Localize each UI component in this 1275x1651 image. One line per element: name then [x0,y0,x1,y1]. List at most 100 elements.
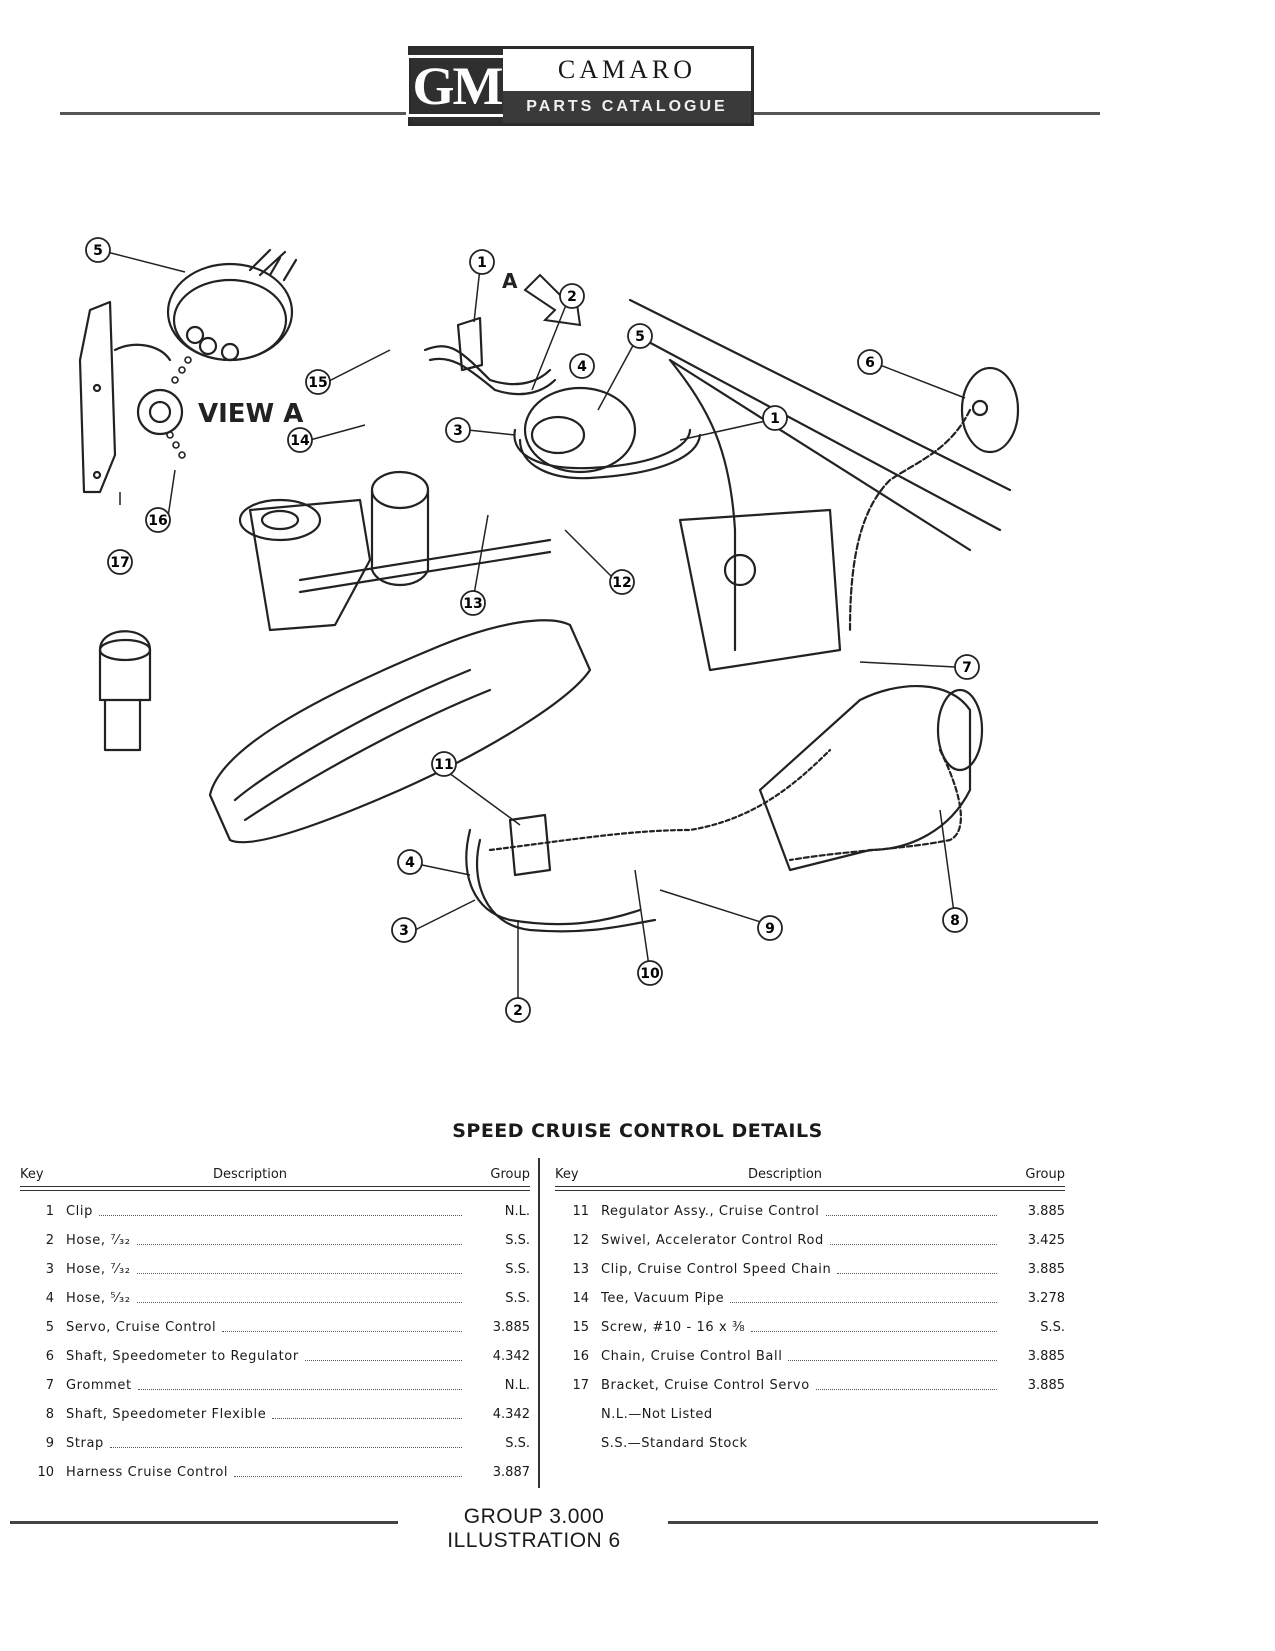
callout-14: 14 [287,427,313,453]
callout-3b: 3 [391,917,417,943]
oil-filler-cap [98,630,152,702]
row-description-text: Grommet [66,1378,132,1393]
row-description-text: Clip, Cruise Control Speed Chain [601,1262,832,1277]
callout-2b: 2 [505,997,531,1023]
row-group: S.S. [505,1233,530,1248]
footer-caption: GROUP 3.000 ILLUSTRATION 6 [447,1505,621,1552]
row-description-text: Hose, ⁷⁄₃₂ [66,1262,131,1277]
callout-1: 1 [469,249,495,275]
row-description: Shaft, Speedometer to Regulator [66,1349,470,1364]
cruise-control-diagram: A VIEW A 5 1 2 15 5 6 14 3 4 1 17 16 12 … [78,237,1020,1023]
callout-3: 3 [445,417,471,443]
dot-leader [304,1359,462,1361]
callout-10: 10 [637,960,663,986]
row-group: 3.885 [492,1320,530,1335]
speedometer-cable [848,408,972,632]
callout-6: 6 [857,349,883,375]
svg-text:3: 3 [399,923,409,939]
row-description: Servo, Cruise Control [66,1320,470,1335]
callout-17: 17 [107,549,133,575]
row-group: S.S. [1040,1320,1065,1335]
row-description: Hose, ⁷⁄₃₂ [66,1233,470,1248]
dot-leader [829,1243,997,1245]
callout-15: 15 [305,369,331,395]
dot-leader [788,1359,997,1361]
svg-text:2: 2 [513,1003,523,1019]
row-description: Hose, ⁷⁄₃₂ [66,1262,470,1277]
ball-chain [166,356,192,459]
row-description: Screw, #10 - 16 x ⅜ [601,1320,1005,1335]
carburetor [248,498,372,632]
row-key: 8 [45,1407,54,1422]
svg-text:4: 4 [405,855,415,871]
row-key: 7 [45,1378,54,1393]
row-description: Chain, Cruise Control Ball [601,1349,1005,1364]
legend-note: S.S.—Standard Stock [601,1436,748,1451]
row-description: Hose, ⁵⁄₃₂ [66,1291,470,1306]
section-title: SPEED CRUISE CONTROL DETAILS [452,1120,823,1142]
dot-leader [222,1330,462,1332]
cruise-regulator [508,813,552,877]
row-key: 11 [572,1204,589,1219]
dot-leader [815,1388,997,1390]
catalogue-subtitle: PARTS CATALOGUE [503,91,751,123]
row-group: S.S. [505,1436,530,1451]
dot-leader [837,1272,997,1274]
svg-text:1: 1 [477,255,487,271]
dot-leader [136,1272,462,1274]
row-group: N.L. [504,1204,530,1219]
flexible-shaft [788,748,962,862]
footer-rule-right [668,1521,1098,1524]
row-key: 14 [572,1291,589,1306]
row-description: Shaft, Speedometer Flexible [66,1407,470,1422]
row-group: N.L. [504,1378,530,1393]
callout-9: 9 [757,915,783,941]
row-description-text: Shaft, Speedometer Flexible [66,1407,267,1422]
row-description-text: Bracket, Cruise Control Servo [601,1378,810,1393]
cruise-harness [488,748,832,852]
svg-text:1: 1 [770,411,780,427]
callout-4b: 4 [397,849,423,875]
row-group: S.S. [505,1291,530,1306]
dot-leader [825,1214,997,1216]
svg-text:8: 8 [950,913,960,929]
header-key: Key [20,1167,44,1182]
row-key: 13 [572,1262,589,1277]
callout-16: 16 [145,507,171,533]
row-key: 3 [45,1262,54,1277]
dot-leader [751,1330,997,1332]
row-description: Regulator Assy., Cruise Control [601,1204,1005,1219]
row-key: 2 [45,1233,54,1248]
callout-2: 2 [559,283,585,309]
table-header: Key Description Group [20,1156,530,1187]
header-key: Key [555,1167,579,1182]
svg-text:9: 9 [765,921,775,937]
column-divider [538,1158,540,1488]
row-key: 4 [45,1291,54,1306]
callout-8: 8 [942,907,968,933]
parts-table-right: Key Description Group 11 Regulator Assy.,… [555,1156,1065,1458]
row-description-text: Shaft, Speedometer to Regulator [66,1349,299,1364]
row-key: 6 [45,1349,54,1364]
table-header: Key Description Group [555,1156,1065,1187]
svg-text:15: 15 [308,375,327,391]
row-key: 17 [572,1378,589,1393]
row-description: Tee, Vacuum Pipe [601,1291,1005,1306]
header-description: Description [747,1167,823,1182]
row-description-text: Screw, #10 - 16 x ⅜ [601,1320,746,1335]
row-description-text: Servo, Cruise Control [66,1320,217,1335]
legend-note: N.L.—Not Listed [601,1407,713,1422]
row-key: 16 [572,1349,589,1364]
svg-text:6: 6 [865,355,875,371]
callout-5b: 5 [627,323,653,349]
dot-leader [136,1243,462,1245]
row-description-text: Clip [66,1204,93,1219]
dot-leader [137,1388,462,1390]
callout-11: 11 [431,751,457,777]
callout-12: 12 [609,569,635,595]
